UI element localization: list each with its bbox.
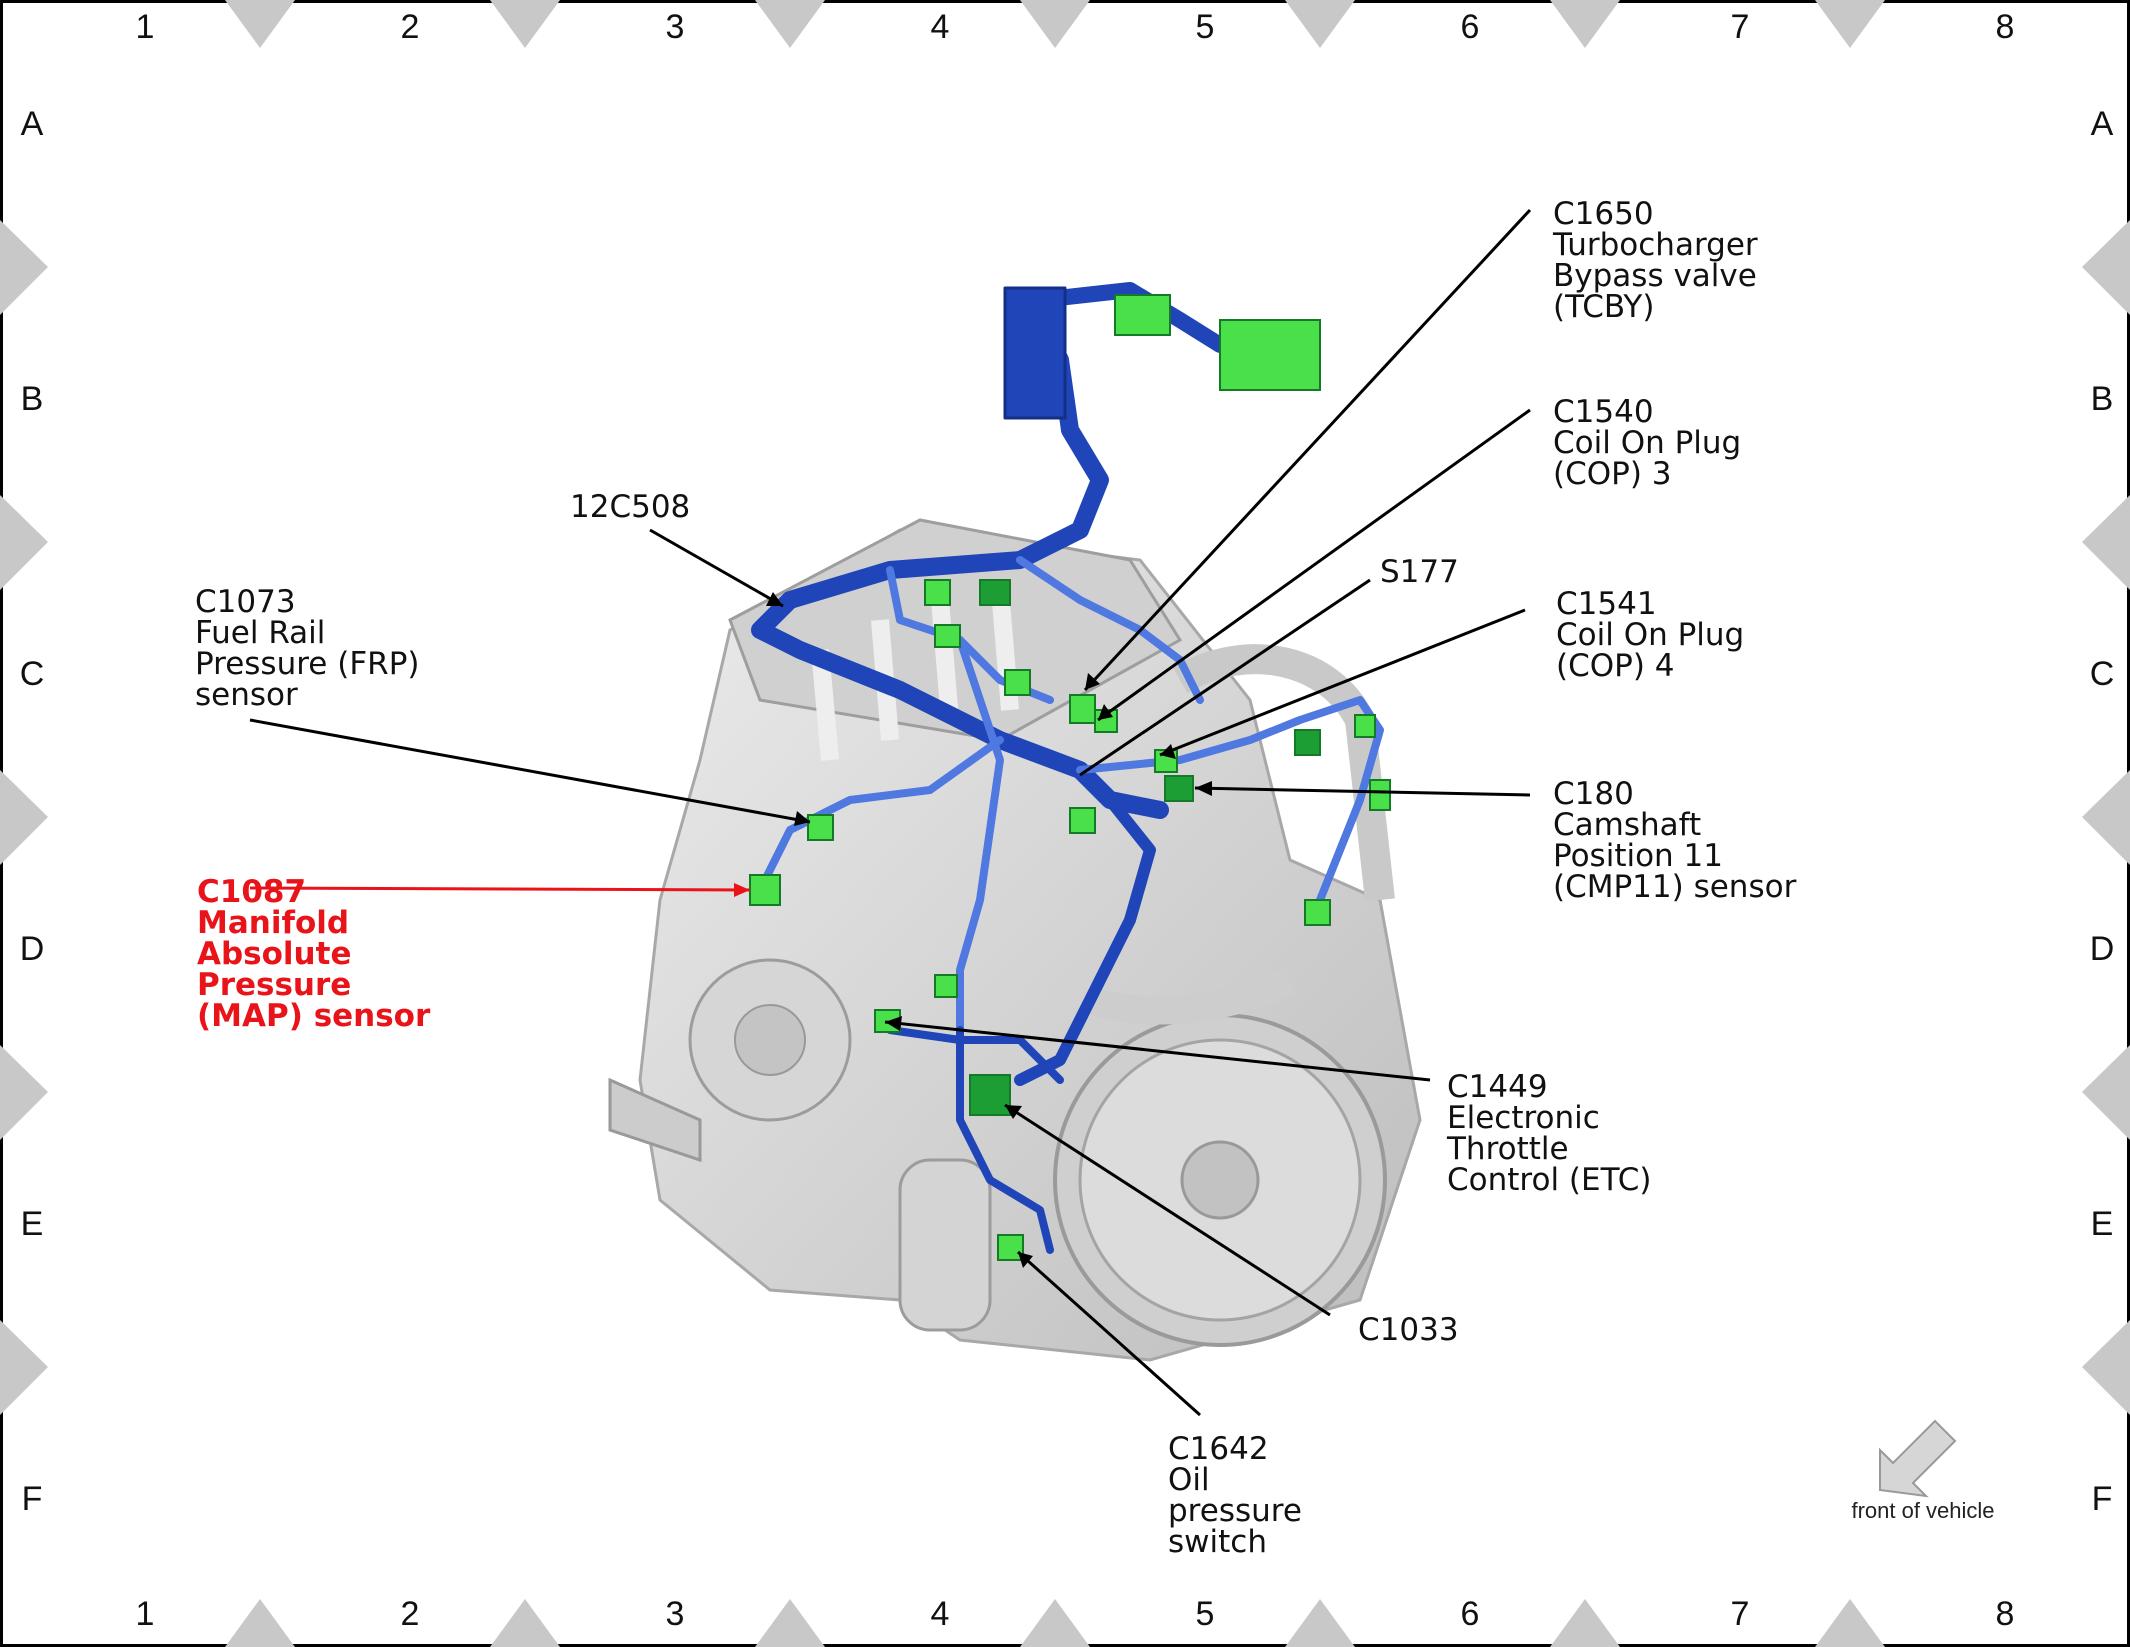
callout-c1642-line: pressure [1168, 1493, 1302, 1529]
callout-c1073-line: Fuel Rail [195, 615, 325, 651]
leader-c180 [1194, 786, 1531, 797]
grid-row-right-E: E [2091, 1205, 2114, 1243]
grid-column-top-6: 6 [1461, 8, 1480, 46]
grid-column-top-8: 8 [1996, 8, 2015, 46]
callout-c1541-line: C1541 [1556, 586, 1657, 622]
leader-c1540 [1097, 408, 1531, 722]
leader-c1087 [249, 886, 751, 892]
front-of-vehicle-label: front of vehicle [1851, 1498, 1994, 1523]
callout-c1087-line: C1087 [197, 874, 306, 910]
callout-s177-line: S177 [1380, 554, 1459, 590]
callout-c1087-line: Absolute [197, 936, 351, 972]
callout-c1540-line: Coil On Plug [1553, 425, 1741, 461]
grid-column-bottom-8: 8 [1996, 1595, 2015, 1633]
connectors [749, 294, 1391, 1261]
grid-column-bottom-7: 7 [1731, 1595, 1750, 1633]
grid-row-left-C: C [20, 655, 45, 693]
callout-c180-line: Camshaft [1553, 807, 1701, 843]
callout-c1642-line: C1642 [1168, 1431, 1269, 1467]
leader-c1650 [1083, 208, 1532, 692]
grid-column-top-4: 4 [931, 8, 950, 46]
callout-s177: S177 [1380, 554, 1459, 590]
callout-c1650-line: Bypass valve [1553, 258, 1757, 294]
callout-c1541-line: Coil On Plug [1556, 617, 1744, 653]
callout-c1642-line: Oil [1168, 1462, 1210, 1498]
callout-c1087-line: (MAP) sensor [197, 998, 431, 1034]
callout-c1540-line: (COP) 3 [1553, 456, 1672, 492]
callout-c1540-line: C1540 [1553, 394, 1654, 430]
callout-c180-line: C180 [1553, 776, 1634, 812]
leader-s177 [1079, 578, 1371, 777]
grid-column-bottom-4: 4 [931, 1595, 950, 1633]
front-arrow-icon [1879, 1419, 1957, 1498]
grid-column-bottom-1: 1 [136, 1595, 155, 1633]
callout-c1650-line: C1650 [1553, 196, 1654, 232]
callout-c1650-line: Turbocharger [1552, 227, 1758, 263]
callout-c1087-line: Manifold [197, 905, 349, 941]
grid-column-top-1: 1 [136, 8, 155, 46]
grid-row-left-E: E [21, 1205, 44, 1243]
wiring-harness [751, 282, 1384, 1254]
grid-column-top-5: 5 [1196, 8, 1215, 46]
leader-lines [249, 208, 1532, 1417]
grid-row-right-A: A [2091, 105, 2114, 143]
grid-column-top-7: 7 [1731, 8, 1750, 46]
leader-c1642 [1016, 1250, 1202, 1417]
front-of-vehicle-indicator: front of vehicle [1851, 1419, 1995, 1523]
callout-c1449-line: Throttle [1446, 1131, 1569, 1167]
grid-column-bottom-2: 2 [401, 1595, 420, 1633]
leader-c1449 [884, 1020, 1431, 1082]
callout-c1541-line: (COP) 4 [1556, 648, 1675, 684]
grid-row-right-C: C [2090, 655, 2115, 693]
callout-c1033-line: C1033 [1358, 1312, 1459, 1348]
grid-column-top-3: 3 [666, 8, 685, 46]
callout-c1650-line: (TCBY) [1553, 289, 1654, 325]
grid-row-right-F: F [2092, 1480, 2113, 1518]
grid-column-bottom-6: 6 [1461, 1595, 1480, 1633]
grid-column-bottom-3: 3 [666, 1595, 685, 1633]
leader-c1033 [1004, 1103, 1331, 1317]
callout-c1449-line: C1449 [1447, 1069, 1548, 1105]
callout-c1449-line: Control (ETC) [1447, 1162, 1651, 1198]
callout-c180-line: Position 11 [1553, 838, 1723, 874]
callout-12c508-line: 12C508 [570, 489, 690, 525]
callout-12c508: 12C508 [570, 489, 690, 525]
grid-row-right-D: D [2090, 930, 2115, 968]
callout-c1073-line: Pressure (FRP) [195, 646, 419, 682]
callout-c1073-line: sensor [195, 677, 298, 713]
grid-row-left-D: D [20, 930, 45, 968]
grid-row-right-B: B [2091, 380, 2114, 418]
grid-row-left-B: B [21, 380, 44, 418]
callout-c1087-line: Pressure [197, 967, 351, 1003]
grid-column-bottom-5: 5 [1196, 1595, 1215, 1633]
callout-c1449-line: Electronic [1447, 1100, 1600, 1136]
grid-column-top-2: 2 [401, 8, 420, 46]
callout-c1642-line: switch [1168, 1524, 1267, 1560]
grid-row-left-F: F [22, 1480, 43, 1518]
grid-row-left-A: A [21, 105, 44, 143]
callout-c1033: C1033 [1358, 1312, 1459, 1348]
callout-c180-line: (CMP11) sensor [1553, 869, 1797, 905]
callout-c1073-line: C1073 [195, 584, 296, 620]
leader-c1073 [249, 718, 811, 824]
leader-12c508 [649, 528, 784, 608]
leader-c1541 [1159, 608, 1526, 757]
